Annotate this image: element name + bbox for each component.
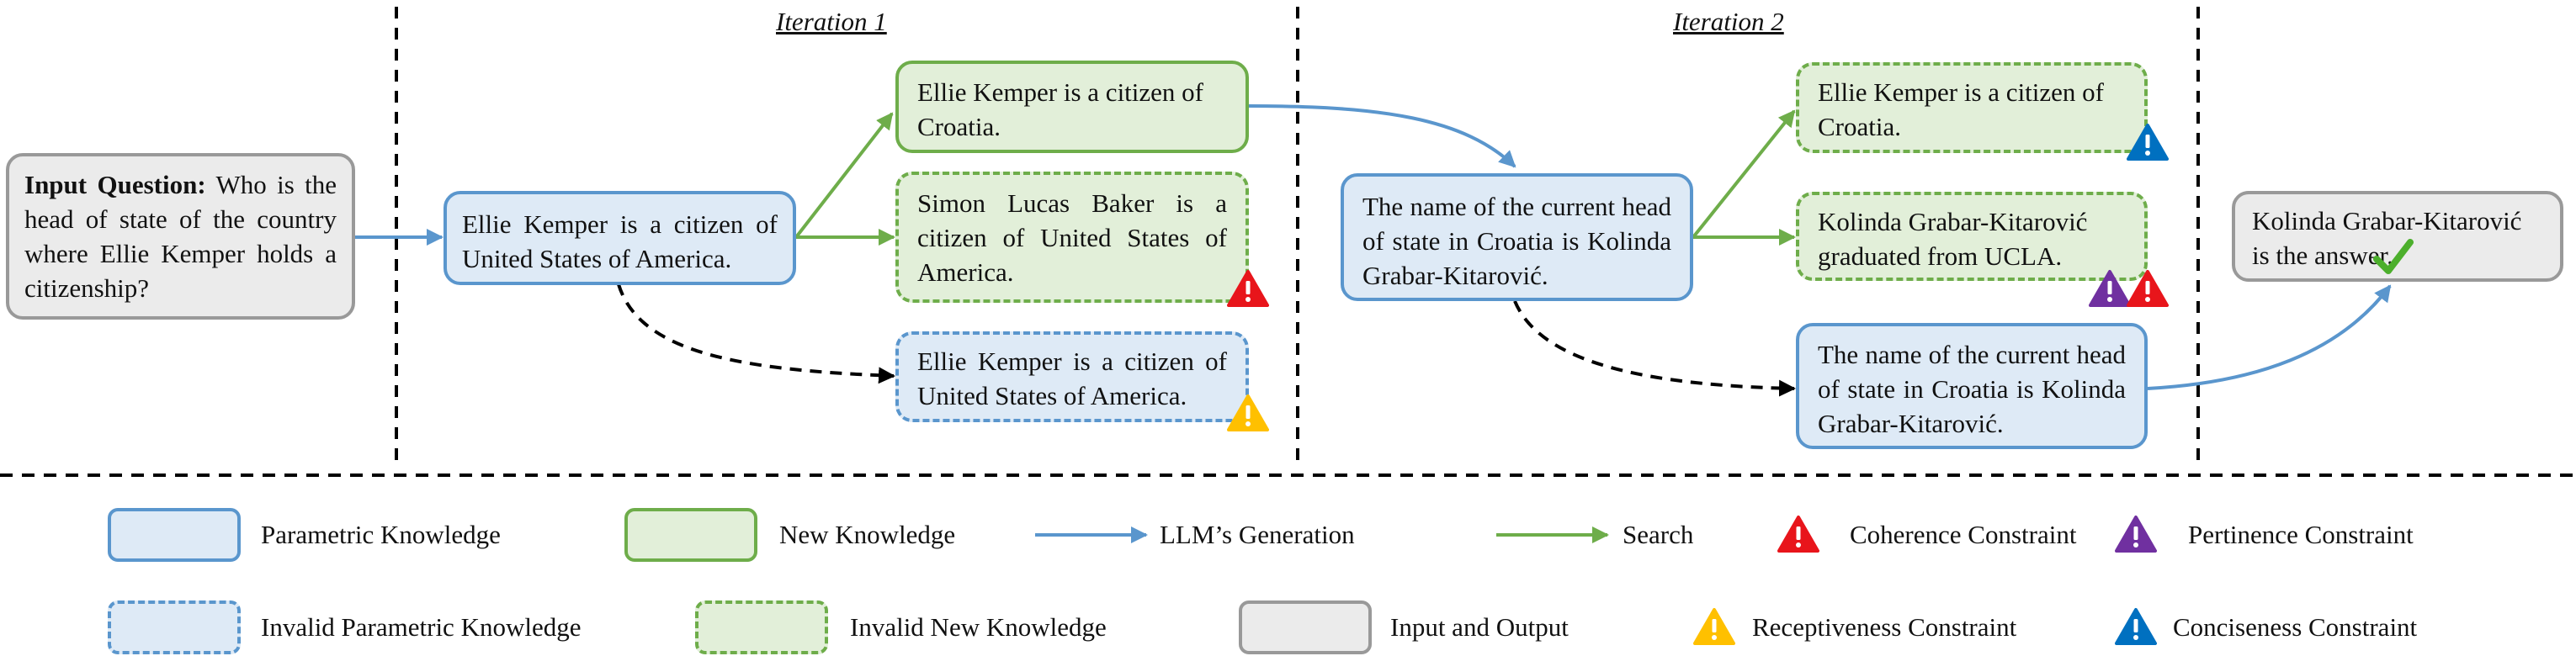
legend-conciseness-icon xyxy=(2115,607,2157,646)
input-question-box: Input Question: Who is the head of state… xyxy=(6,153,355,320)
search-arrow-3 xyxy=(1692,109,1796,239)
iter2-final-parametric-box: The name of the current head of state in… xyxy=(1796,323,2148,449)
search-arrow-1 xyxy=(794,112,894,239)
legend-receptiveness-icon xyxy=(1693,607,1735,646)
legend-invalid-parametric-swatch xyxy=(108,600,241,654)
legend-new-label: New Knowledge xyxy=(779,520,956,549)
legend-new-swatch xyxy=(624,508,757,562)
iter1-new-knowledge-box-1: Ellie Kemper is a citizen of Croatia. xyxy=(895,61,1249,153)
coherence-warning-icon-1 xyxy=(1227,269,1269,308)
legend-parametric-label: Parametric Knowledge xyxy=(261,520,501,549)
legend-invalid-parametric-label: Invalid Parametric Knowledge xyxy=(261,612,582,642)
iter2-parametric-box: The name of the current head of state in… xyxy=(1341,173,1693,301)
legend-search-label: Search xyxy=(1623,520,1694,549)
arrow-croatia-to-param2 xyxy=(1248,104,1516,168)
arrow-to-invalid-param xyxy=(617,283,895,384)
legend-coherence-label: Coherence Constraint xyxy=(1850,520,2077,549)
output-answer-box: Kolinda Grabar-Kitarović is the answer. xyxy=(2232,191,2563,282)
legend-invalid-new-swatch xyxy=(695,600,828,654)
legend-input-output-swatch xyxy=(1239,600,1372,654)
legend-pertinence-icon xyxy=(2115,515,2157,553)
iteration-1-title: Iteration 1 xyxy=(776,7,887,36)
legend-coherence-icon xyxy=(1777,515,1819,553)
iter1-parametric-box: Ellie Kemper is a citizen of United Stat… xyxy=(443,191,796,285)
arrow-to-final-param xyxy=(1513,300,1796,397)
legend-pertinence-label: Pertinence Constraint xyxy=(2188,520,2414,549)
pertinence-warning-icon-1 xyxy=(2089,269,2131,308)
legend-input-output-label: Input and Output xyxy=(1390,612,1569,642)
input-question-label: Input Question: xyxy=(24,170,206,199)
legend-receptiveness-label: Receptiveness Constraint xyxy=(1752,612,2017,642)
receptiveness-warning-icon-1 xyxy=(1227,394,1269,432)
iter1-invalid-new-knowledge-box: Simon Lucas Baker is a citizen of United… xyxy=(895,172,1249,303)
conciseness-warning-icon-1 xyxy=(2127,123,2169,161)
checkmark-icon xyxy=(2373,239,2414,274)
input-question-text: Who is the head of state of the country … xyxy=(24,170,337,303)
legend-llm-label: LLM’s Generation xyxy=(1160,520,1355,549)
legend-parametric-swatch xyxy=(108,508,241,562)
arrow-to-answer xyxy=(2147,284,2392,390)
coherence-warning-icon-2 xyxy=(2127,269,2169,308)
iter1-invalid-parametric-box: Ellie Kemper is a citizen of United Stat… xyxy=(895,331,1249,422)
iter2-invalid-new-knowledge-box-1: Ellie Kemper is a citizen of Croatia. xyxy=(1796,62,2148,153)
legend-conciseness-label: Conciseness Constraint xyxy=(2173,612,2418,642)
iteration-2-title: Iteration 2 xyxy=(1673,7,1784,36)
legend-invalid-new-label: Invalid New Knowledge xyxy=(850,612,1107,642)
iter2-invalid-new-knowledge-box-2: Kolinda Grabar-Kitarović graduated from … xyxy=(1796,192,2148,281)
